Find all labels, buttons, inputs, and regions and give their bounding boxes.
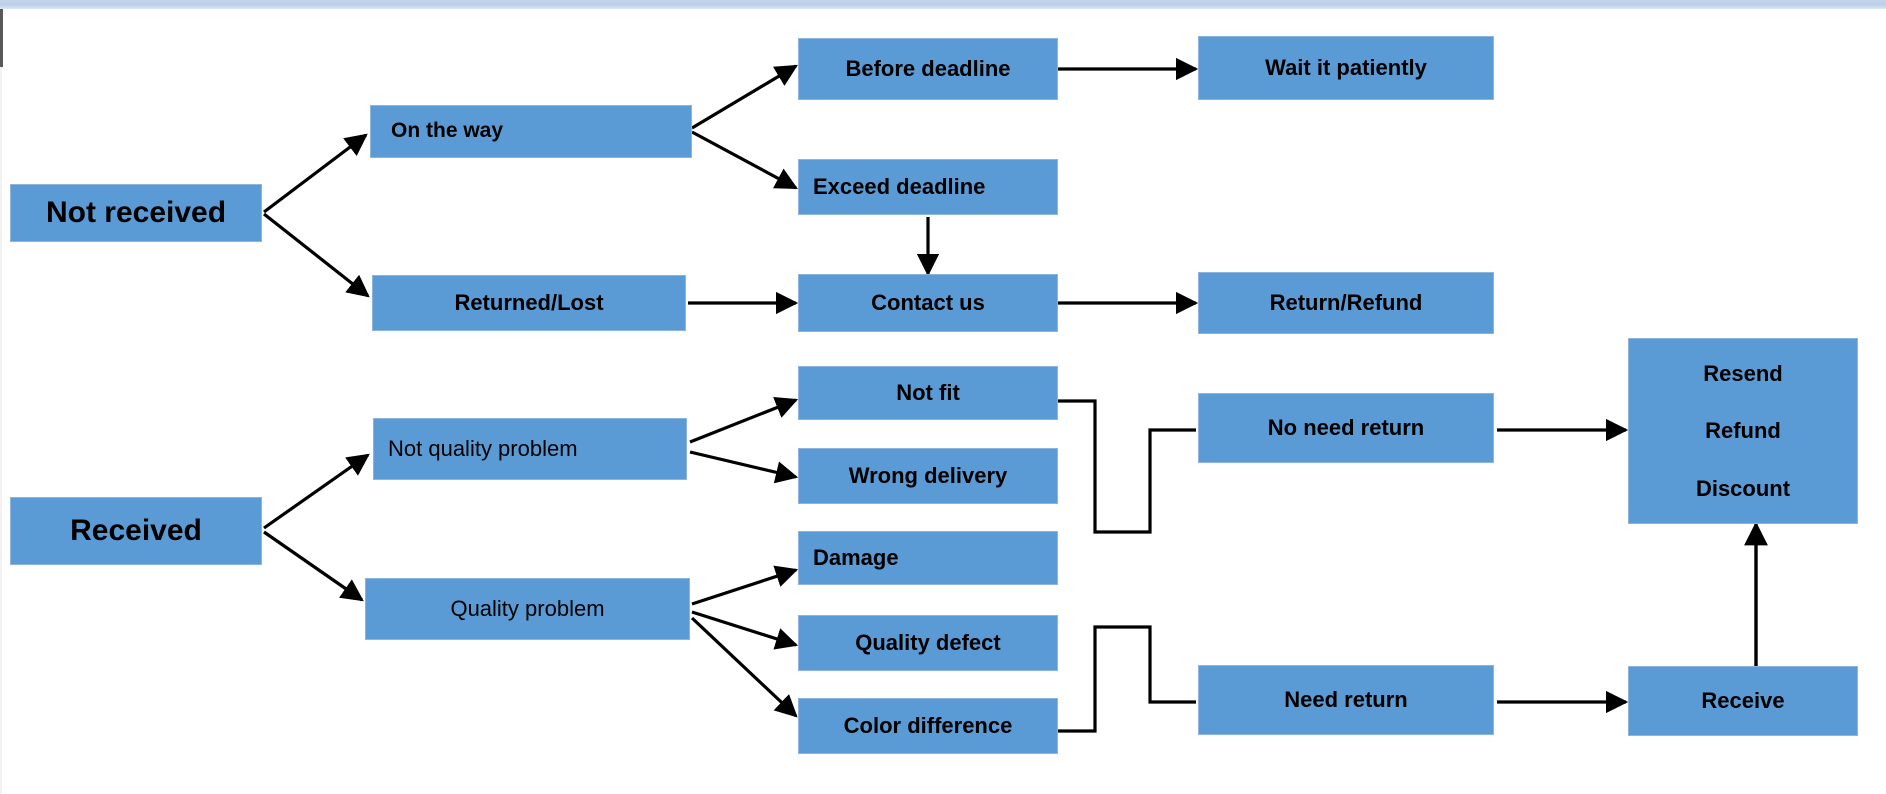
node-quality-defect-label: Quality defect <box>855 630 1001 656</box>
left-edge-dark <box>0 9 3 67</box>
node-not-quality-problem-label: Not quality problem <box>388 436 578 462</box>
node-need-return[interactable]: Need return <box>1198 665 1494 735</box>
edge-notreceived-ontheway <box>263 133 368 214</box>
node-received-label: Received <box>70 513 202 547</box>
node-wait-it-patiently[interactable]: Wait it patiently <box>1198 36 1494 100</box>
node-damage-label: Damage <box>813 545 899 571</box>
edge-quality-damage <box>691 565 799 606</box>
node-no-need-return-label: No need return <box>1267 415 1425 441</box>
node-receive[interactable]: Receive <box>1628 666 1858 736</box>
node-not-fit-label: Not fit <box>896 380 960 406</box>
node-quality-problem[interactable]: Quality problem <box>365 578 690 640</box>
edge-quality-qualitydefect <box>691 610 799 650</box>
node-receive-label: Receive <box>1701 688 1785 714</box>
node-outcome-line-discount: Discount <box>1695 475 1791 501</box>
edge-notfit-noneedreturn <box>1058 399 1196 534</box>
node-before-deadline[interactable]: Before deadline <box>798 38 1058 100</box>
node-need-return-label: Need return <box>1284 687 1408 713</box>
node-quality-problem-label: Quality problem <box>450 596 605 622</box>
node-contact-us[interactable]: Contact us <box>798 274 1058 332</box>
node-wait-it-patiently-label: Wait it patiently <box>1265 55 1427 81</box>
node-exceed-deadline-label: Exceed deadline <box>813 174 986 200</box>
node-wrong-delivery-label: Wrong delivery <box>848 463 1008 489</box>
edge-received-notqualityproblem <box>263 453 370 530</box>
window-top-strip <box>0 0 1886 9</box>
node-color-difference-label: Color difference <box>843 713 1013 739</box>
node-before-deadline-label: Before deadline <box>845 56 1011 82</box>
node-outcome-line-refund: Refund <box>1705 418 1781 444</box>
edge-notreceived-returnedlost <box>263 212 370 298</box>
node-return-refund[interactable]: Return/Refund <box>1198 272 1494 334</box>
node-not-received[interactable]: Not received <box>10 184 262 242</box>
node-not-fit[interactable]: Not fit <box>798 366 1058 420</box>
node-exceed-deadline[interactable]: Exceed deadline <box>798 159 1058 215</box>
edge-received-qualityproblem <box>263 530 364 602</box>
node-received[interactable]: Received <box>10 497 262 565</box>
node-contact-us-label: Contact us <box>871 290 985 316</box>
left-edge-light <box>0 9 2 794</box>
node-wrong-delivery[interactable]: Wrong delivery <box>798 448 1058 504</box>
edge-ontheway-exceeddeadline <box>691 130 798 190</box>
node-quality-defect[interactable]: Quality defect <box>798 615 1058 671</box>
node-damage[interactable]: Damage <box>798 531 1058 585</box>
node-on-the-way-label: On the way <box>391 119 504 143</box>
node-returned-lost-label: Returned/Lost <box>454 290 604 316</box>
node-outcome-resend-refund-discount[interactable]: Resend Refund Discount <box>1628 338 1858 524</box>
node-color-difference[interactable]: Color difference <box>798 698 1058 754</box>
edge-notquality-notfit <box>689 397 799 444</box>
edge-colordifference-needreturn <box>1058 625 1196 733</box>
node-no-need-return[interactable]: No need return <box>1198 393 1494 463</box>
node-on-the-way[interactable]: On the way <box>370 105 692 158</box>
node-not-quality-problem[interactable]: Not quality problem <box>373 418 687 480</box>
edge-notquality-wrongdelivery <box>689 450 799 484</box>
node-return-refund-label: Return/Refund <box>1269 290 1423 316</box>
node-returned-lost[interactable]: Returned/Lost <box>372 275 686 331</box>
edge-quality-colordifference <box>690 616 798 718</box>
edge-ontheway-beforedeadline <box>691 64 798 130</box>
node-not-received-label: Not received <box>45 195 227 229</box>
node-outcome-line-resend: Resend <box>1703 361 1783 387</box>
